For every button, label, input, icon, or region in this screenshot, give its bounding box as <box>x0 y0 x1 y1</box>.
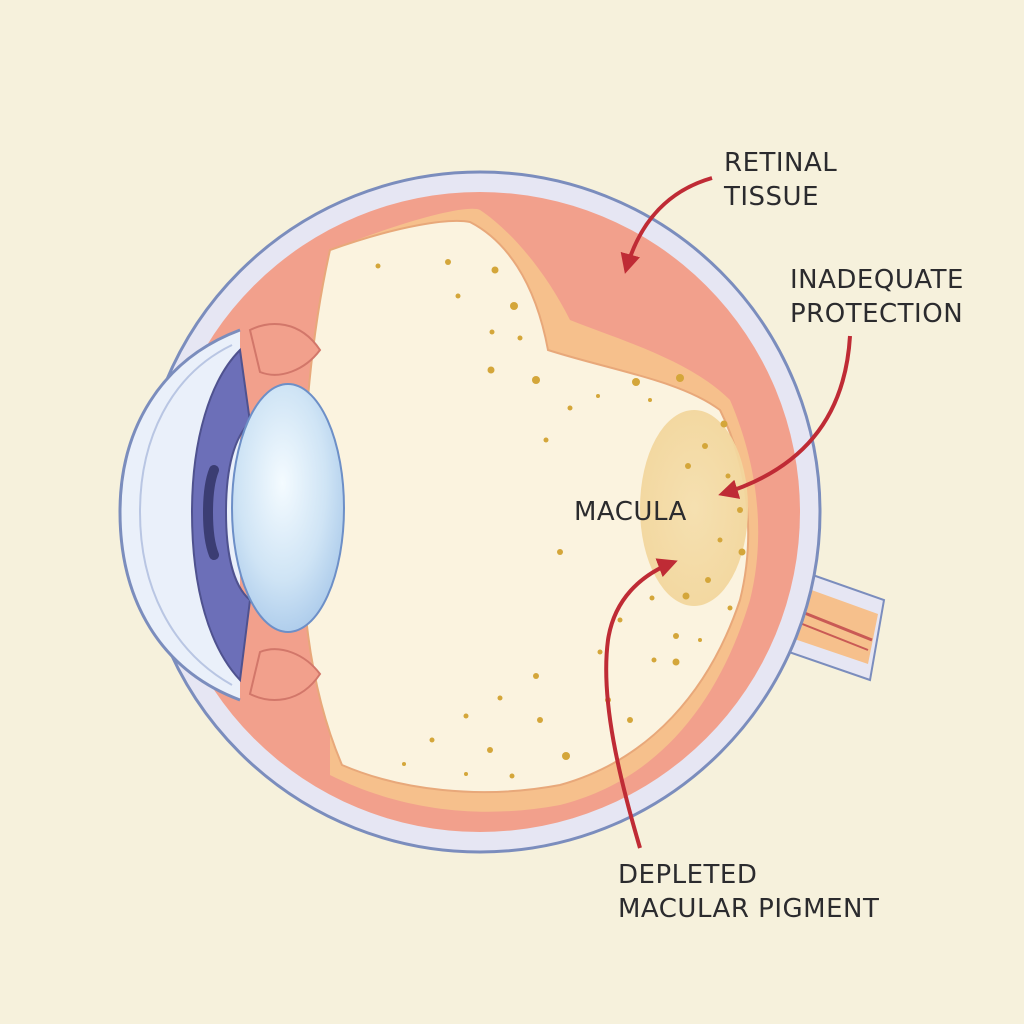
label-macula: MACULA <box>574 495 687 529</box>
iris <box>190 347 252 683</box>
label-depleted-line-1: DEPLETED <box>618 860 758 890</box>
arrow-depleted-pigment <box>604 558 678 849</box>
label-retinal-tissue-line-2: TISSUE <box>724 182 820 212</box>
label-retinal-tissue-line-1: RETINAL <box>724 148 838 178</box>
arrow-inadequate-protection <box>718 335 852 499</box>
label-depleted-line-2: MACULAR PIGMENT <box>618 894 880 924</box>
label-depleted-macular-pigment: DEPLETED MACULAR PIGMENT <box>618 858 879 926</box>
label-inadequate-protection-line-2: PROTECTION <box>790 299 964 329</box>
ciliary-body-upper <box>248 323 322 376</box>
macula-area <box>640 410 748 606</box>
label-retinal-tissue: RETINAL TISSUE <box>724 146 837 214</box>
arrow-retinal-tissue <box>620 176 713 274</box>
pigment-dots <box>375 259 746 779</box>
label-inadequate-protection-line-1: INADEQUATE <box>790 265 964 295</box>
ciliary-body-lower <box>248 648 322 701</box>
label-macula-text: MACULA <box>574 497 687 527</box>
label-inadequate-protection: INADEQUATE PROTECTION <box>790 263 964 331</box>
lens <box>231 383 345 633</box>
